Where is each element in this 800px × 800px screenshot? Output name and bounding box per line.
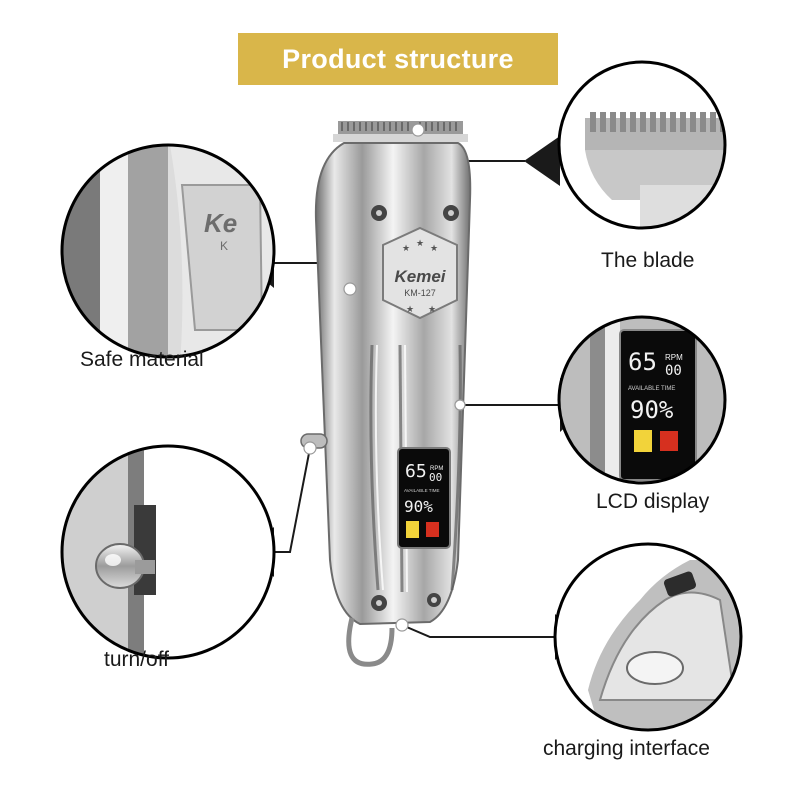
svg-text:RPM: RPM	[430, 466, 443, 472]
lcd-display-closeup-icon: 65 RPM 00 AVAILABLE TIME 90%	[557, 315, 727, 485]
svg-text:AVAILABLE TIME: AVAILABLE TIME	[628, 386, 675, 392]
lcd-battery: 90%	[404, 497, 433, 516]
safe-material-closeup-icon: Ke K	[60, 143, 276, 359]
svg-text:★: ★	[416, 238, 424, 248]
blade-closeup-icon	[557, 60, 727, 230]
svg-text:★: ★	[428, 304, 436, 314]
clipper-body-icon: ★ ★ ★ ★ ★ Kemei KM-127 65 RPM 00 AVAILABLE T…	[300, 121, 472, 667]
brand-logo: Kemei	[394, 267, 446, 286]
lcd-display-label: LCD display	[596, 490, 710, 513]
blade-label: The blade	[601, 249, 695, 272]
svg-text:★: ★	[430, 243, 438, 253]
svg-text:00: 00	[665, 363, 682, 379]
svg-text:Ke: Ke	[204, 208, 237, 238]
svg-text:00: 00	[429, 471, 442, 484]
power-switch-label: turn/off	[104, 648, 169, 671]
charging-interface-label: charging interface	[543, 737, 710, 760]
svg-text:90%: 90%	[630, 396, 674, 424]
svg-text:RPM: RPM	[665, 353, 683, 362]
svg-text:★: ★	[402, 243, 410, 253]
power-switch-closeup-icon	[60, 444, 276, 660]
lcd-rpm-value: 65	[405, 461, 427, 482]
model-number: KM-127	[404, 288, 436, 298]
charging-port-closeup-icon	[553, 542, 743, 732]
svg-text:K: K	[220, 239, 228, 253]
safe-material-label: Safe material	[80, 348, 204, 371]
product-structure-banner: Product structure	[238, 33, 558, 85]
svg-text:AVAILABLE TIME: AVAILABLE TIME	[404, 488, 440, 493]
svg-text:★: ★	[406, 304, 414, 314]
svg-text:65: 65	[628, 348, 657, 376]
